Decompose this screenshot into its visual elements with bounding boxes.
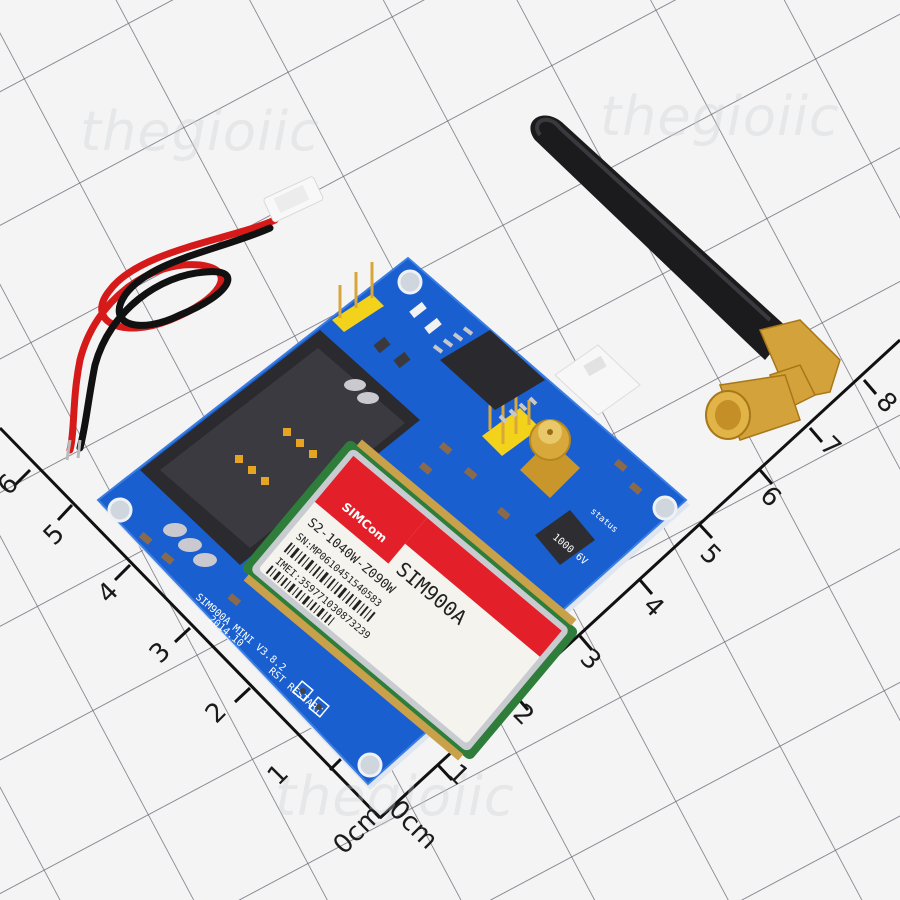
watermark: thegioiic	[275, 765, 515, 828]
power-cable	[65, 176, 324, 461]
barcode	[283, 542, 376, 623]
watermark: thegioiic	[600, 85, 840, 148]
jst-connector-board	[554, 344, 641, 416]
gsm-antenna	[530, 115, 841, 441]
pin-header-db9	[332, 262, 384, 332]
sim-card-holder	[140, 330, 420, 567]
sma-connector-board	[520, 419, 580, 498]
max3232-ic	[432, 326, 545, 424]
sim900a-module: SIMCom SIM900A S2-1040W-Z090W SN:MP06104…	[242, 439, 578, 761]
watermark: thegioiic	[80, 100, 320, 163]
